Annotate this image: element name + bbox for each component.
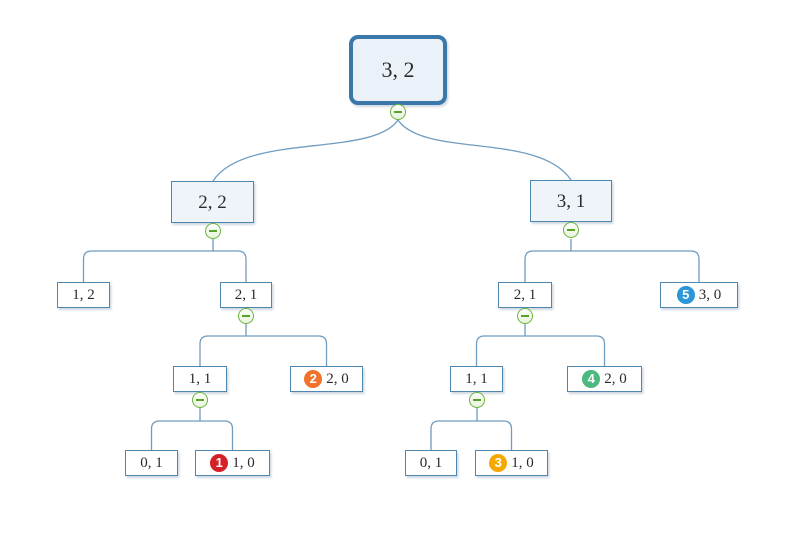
connector-bar-1-1-left: [150, 420, 234, 450]
node-label: 0, 1: [419, 454, 443, 471]
tree-node-1-2[interactable]: 1, 2: [57, 282, 110, 308]
connector-bar-1-1-right: [430, 420, 513, 450]
node-label: 3, 0: [698, 286, 722, 303]
priority-badge-4: 4: [582, 370, 601, 388]
tree-node-3-0[interactable]: 5 3, 0: [660, 282, 738, 308]
node-label: 2, 1: [513, 286, 537, 303]
collapse-minus-icon-root[interactable]: [390, 104, 406, 120]
tree-node-1-0-left[interactable]: 1 1, 0: [195, 450, 270, 476]
connector-root-to-3-1: [397, 119, 572, 181]
connector-bar-2-1-left: [199, 335, 328, 366]
node-label: 2, 2: [198, 191, 227, 213]
node-label: 2, 0: [326, 370, 349, 387]
minus-glyph: [567, 229, 575, 231]
node-label: 2, 1: [234, 286, 258, 303]
connector-root-to-2-2: [212, 119, 399, 182]
tree-node-0-1-right[interactable]: 0, 1: [405, 450, 457, 476]
tree-node-2-0-right[interactable]: 4 2, 0: [567, 366, 642, 392]
node-label: 1, 0: [232, 454, 255, 471]
collapse-minus-icon-1-1-right[interactable]: [469, 392, 485, 408]
collapse-minus-icon-1-1-left[interactable]: [192, 392, 208, 408]
minus-glyph: [473, 399, 481, 401]
node-label: 1, 1: [188, 370, 212, 387]
tree-node-3-1[interactable]: 3, 1: [530, 180, 612, 222]
priority-badge-3: 3: [489, 454, 508, 472]
tree-node-0-1-left[interactable]: 0, 1: [125, 450, 178, 476]
node-label: 1, 0: [511, 454, 534, 471]
minus-glyph: [209, 230, 217, 232]
priority-badge-2: 2: [304, 370, 323, 388]
tree-node-2-1-left[interactable]: 2, 1: [220, 282, 272, 308]
tree-node-root[interactable]: 3, 2: [349, 35, 447, 105]
tree-node-1-1-right[interactable]: 1, 1: [450, 366, 503, 392]
collapse-minus-icon-2-1-right[interactable]: [517, 308, 533, 324]
minus-glyph: [521, 315, 529, 317]
minus-glyph: [196, 399, 204, 401]
node-label: 1, 1: [465, 370, 488, 387]
tree-node-2-1-right[interactable]: 2, 1: [498, 282, 552, 308]
collapse-minus-icon-2-2[interactable]: [205, 223, 221, 239]
collapse-minus-icon-2-1-left[interactable]: [238, 308, 254, 324]
node-label: 1, 2: [72, 286, 95, 303]
priority-badge-1: 1: [210, 454, 229, 472]
collapse-minus-icon-3-1[interactable]: [563, 222, 579, 238]
connector-bar-3-1: [524, 250, 700, 282]
node-label: 3, 1: [556, 190, 586, 212]
priority-badge-5: 5: [676, 286, 695, 304]
node-label: 0, 1: [140, 454, 163, 471]
tree-node-1-1-left[interactable]: 1, 1: [173, 366, 227, 392]
node-label: 3, 2: [381, 57, 415, 82]
connector-bar-2-1-right: [475, 335, 606, 366]
node-label: 2, 0: [604, 370, 627, 387]
tree-node-1-0-right[interactable]: 3 1, 0: [475, 450, 548, 476]
tree-node-2-2[interactable]: 2, 2: [171, 181, 254, 223]
minus-glyph: [242, 315, 250, 317]
connector-bar-2-2: [82, 250, 247, 282]
minus-glyph: [394, 111, 402, 113]
tree-node-2-0-left[interactable]: 2 2, 0: [290, 366, 363, 392]
